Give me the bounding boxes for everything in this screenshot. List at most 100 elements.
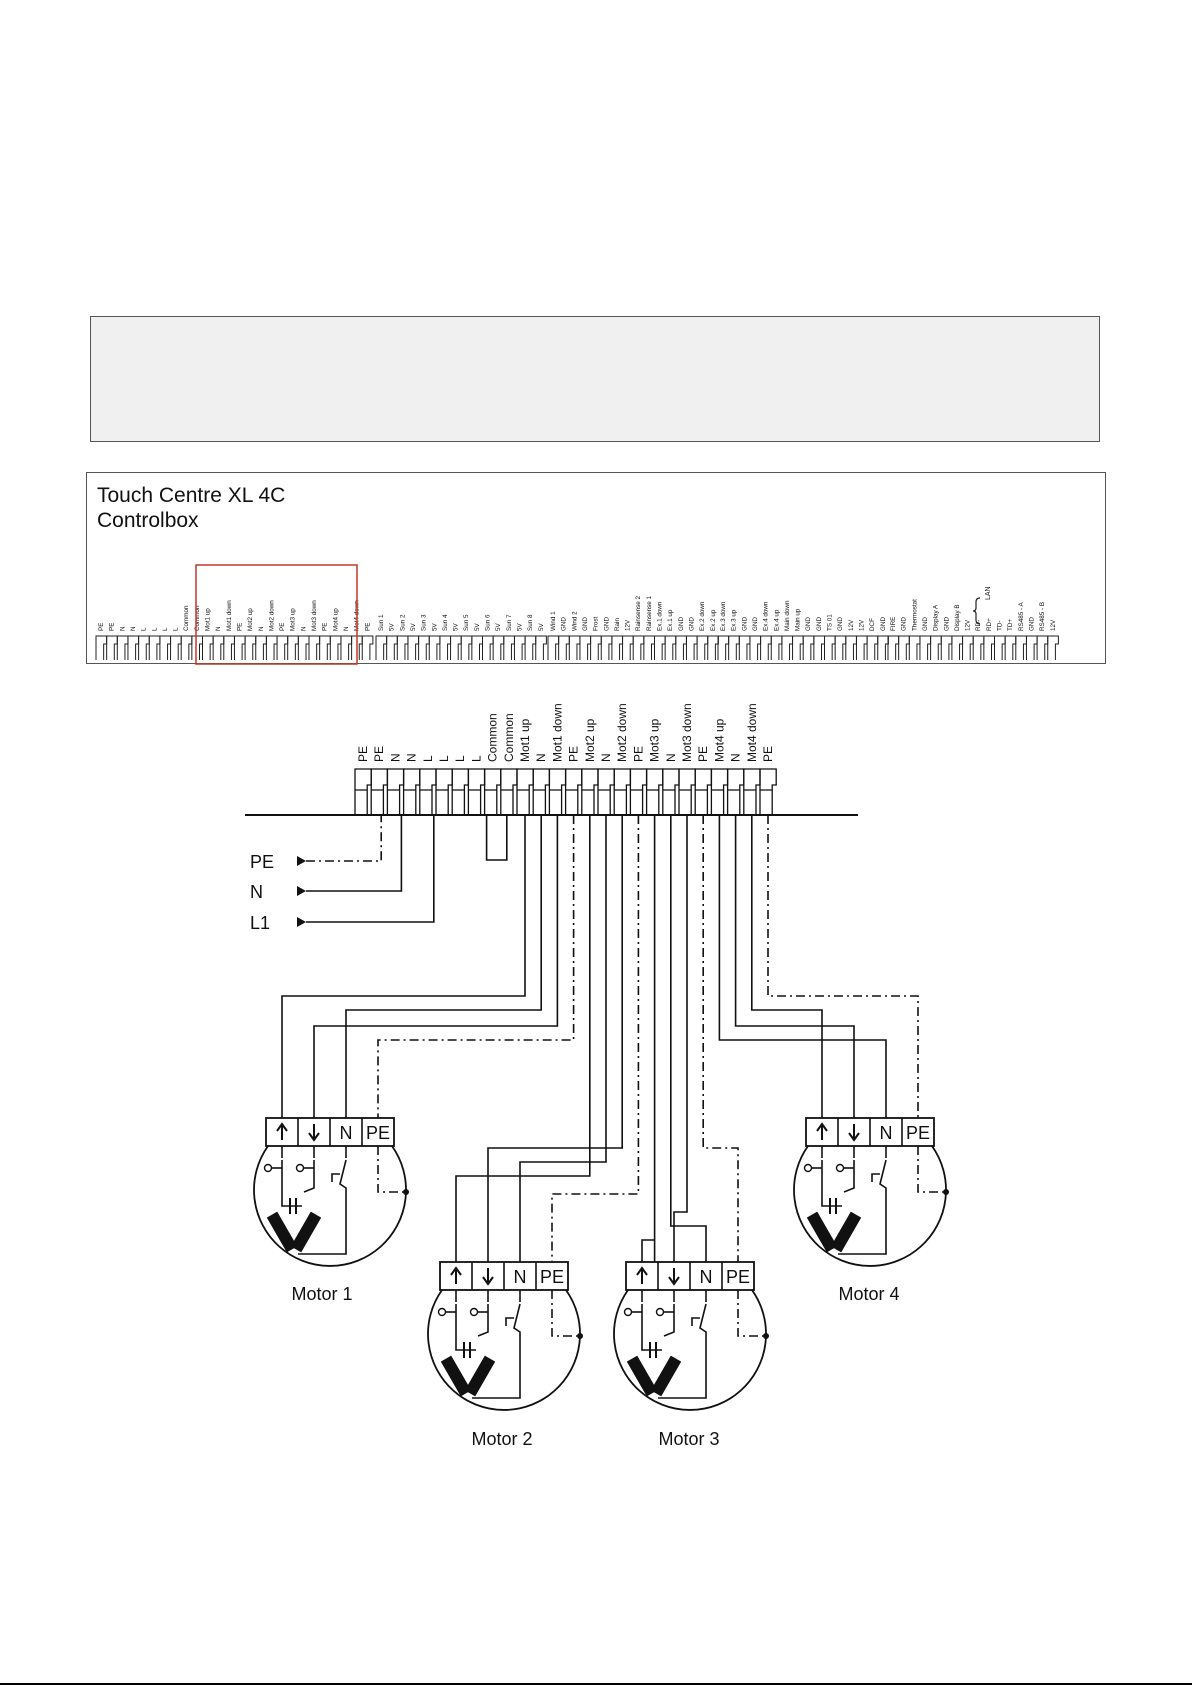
switch-contact — [263, 1163, 273, 1173]
detail-terminal-label: Common — [502, 713, 516, 762]
switch-contact — [469, 1307, 479, 1317]
arrow-up-icon — [276, 1122, 288, 1140]
motor-winding — [830, 1211, 862, 1253]
earth-wire — [737, 1290, 766, 1337]
detail-terminal-label: PE — [761, 746, 775, 762]
motor-winding — [626, 1355, 658, 1397]
switch-contact — [835, 1163, 845, 1173]
detail-terminal — [435, 768, 453, 815]
switch-contact — [295, 1163, 305, 1173]
motor-winding — [464, 1355, 496, 1397]
detail-terminal-label: N — [405, 753, 419, 762]
motor-terminal-block — [805, 1117, 935, 1147]
motor-name-label: Motor 1 — [291, 1284, 352, 1304]
detail-terminal-label: L — [453, 755, 467, 762]
switch-contact — [437, 1307, 447, 1317]
motor-pe-label: PE — [726, 1267, 750, 1287]
detail-terminal-label: N — [534, 753, 548, 762]
detail-terminal-label: N — [388, 753, 402, 762]
motor-n-label: N — [700, 1267, 713, 1287]
motor-wire — [702, 815, 739, 1262]
motor-wire — [669, 815, 707, 1262]
detail-terminal — [548, 768, 567, 815]
detail-terminal-label: L — [421, 755, 435, 762]
earth-wire — [917, 1146, 946, 1193]
detail-terminal-label: PE — [631, 746, 645, 762]
motor-wire — [455, 815, 591, 1262]
detail-terminal — [483, 768, 502, 815]
switch-contact — [623, 1307, 633, 1317]
detail-terminal — [564, 768, 583, 815]
detail-terminal-label: N — [599, 753, 613, 762]
motor-wire — [641, 815, 656, 1262]
motor-pe-label: PE — [366, 1123, 390, 1143]
detail-terminal-label: L — [437, 755, 451, 762]
supply-wire — [306, 815, 435, 923]
earth-wire — [377, 1146, 406, 1193]
supply-label: PE — [250, 852, 274, 872]
detail-terminal-label: Common — [486, 713, 500, 762]
motor-name-label: Motor 2 — [471, 1429, 532, 1449]
detail-terminal-label: PE — [356, 746, 370, 762]
detail-terminal — [354, 768, 372, 815]
detail-terminal-label: PE — [567, 746, 581, 762]
arrow-down-icon — [668, 1268, 680, 1286]
detail-terminal-label: Mot4 down — [745, 703, 759, 762]
arrow-down-icon — [308, 1124, 320, 1142]
motor-pe-label: PE — [540, 1267, 564, 1287]
detail-terminal — [662, 768, 680, 815]
detail-terminal — [613, 768, 632, 815]
arrow-down-icon — [482, 1268, 494, 1286]
detail-terminal — [678, 768, 696, 815]
motor-wire — [551, 815, 640, 1262]
motor-terminal-block — [625, 1261, 755, 1291]
motor-wire — [345, 815, 543, 1118]
detail-terminal — [759, 768, 777, 815]
internal-wire — [663, 1304, 675, 1337]
supply-wire — [306, 815, 383, 862]
detail-terminal — [597, 768, 615, 815]
detail-terminal-label: PE — [696, 746, 710, 762]
limit-switch — [691, 1317, 700, 1326]
detail-terminal-label: N — [729, 753, 743, 762]
earth-point — [577, 1333, 583, 1339]
limit-switch — [871, 1173, 880, 1182]
motor-wire — [281, 815, 526, 1118]
detail-terminal-label: PE — [372, 746, 386, 762]
motor-wire — [377, 815, 575, 1118]
internal-wire — [303, 1160, 315, 1193]
controlbox-subtitle: Controlbox — [97, 509, 199, 532]
motor-housing — [253, 1145, 407, 1267]
detail-terminal-label: L — [469, 755, 483, 762]
detail-terminal-label: N — [664, 753, 678, 762]
page-bottom-rule — [0, 1683, 1192, 1685]
earth-point — [763, 1333, 769, 1339]
internal-wire — [821, 1192, 842, 1207]
internal-wire — [455, 1336, 476, 1351]
motor-wire — [519, 815, 607, 1262]
motor-wire — [718, 815, 887, 1118]
arrow-up-icon — [816, 1122, 828, 1140]
internal-wire — [843, 1160, 855, 1193]
earth-wire — [551, 1290, 580, 1337]
supply-wire — [306, 815, 403, 892]
motor-housing — [613, 1289, 767, 1411]
arrow-down-icon — [848, 1124, 860, 1142]
detail-terminal — [419, 768, 437, 815]
detail-terminal — [726, 768, 745, 815]
detail-terminal-label: Mot1 up — [518, 718, 532, 762]
detail-terminal — [451, 768, 470, 815]
switch-contact — [803, 1163, 813, 1173]
motor-pe-label: PE — [906, 1123, 930, 1143]
internal-wire — [281, 1192, 302, 1207]
motor-wire — [767, 815, 919, 1118]
detail-terminal — [386, 768, 405, 815]
controlbox-title: Touch Centre XL 4C — [97, 484, 286, 507]
motor-name-label: Motor 3 — [658, 1429, 719, 1449]
detail-terminal — [581, 768, 599, 815]
